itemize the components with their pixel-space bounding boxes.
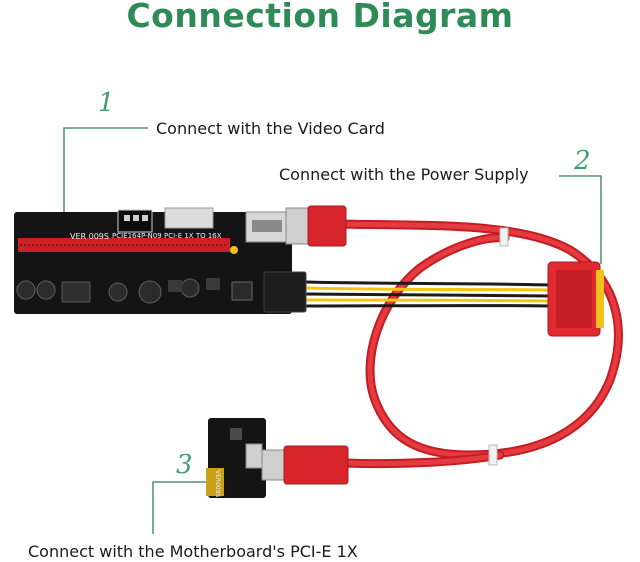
riser-board: [14, 207, 307, 314]
callout-lines: [63, 127, 602, 534]
callout-number-1: 1: [98, 88, 115, 118]
page-title: Connection Diagram: [126, 0, 514, 35]
adapter-model-mark: VER009S: [214, 470, 221, 498]
callout-line-3: [152, 481, 206, 534]
callout-line-2: [559, 175, 602, 264]
board-pcie-note: PCI-E 1X TO 16X: [164, 232, 222, 240]
sata-power-connector: [547, 261, 604, 337]
callout-line-1: [63, 127, 148, 240]
usb-cable: [335, 219, 623, 469]
callout-label-1: Connect with the Video Card: [156, 119, 385, 138]
pcie-1x-gold-fingers: [206, 468, 224, 496]
usb-plug-riser: [285, 205, 347, 247]
board-model-mark: VER 009S: [70, 232, 109, 241]
callout-label-2: Connect with the Power Supply: [279, 165, 529, 184]
callout-number-3: 3: [176, 450, 193, 480]
power-wires: [304, 280, 551, 308]
board-chip-mark: PCIE164P-N09: [112, 232, 162, 240]
callout-label-3: Connect with the Motherboard's PCI-E 1X: [28, 542, 358, 561]
usb-plug-adapter: [261, 445, 349, 485]
pcie-1x-adapter: [206, 418, 266, 498]
callout-number-2: 2: [574, 146, 591, 176]
